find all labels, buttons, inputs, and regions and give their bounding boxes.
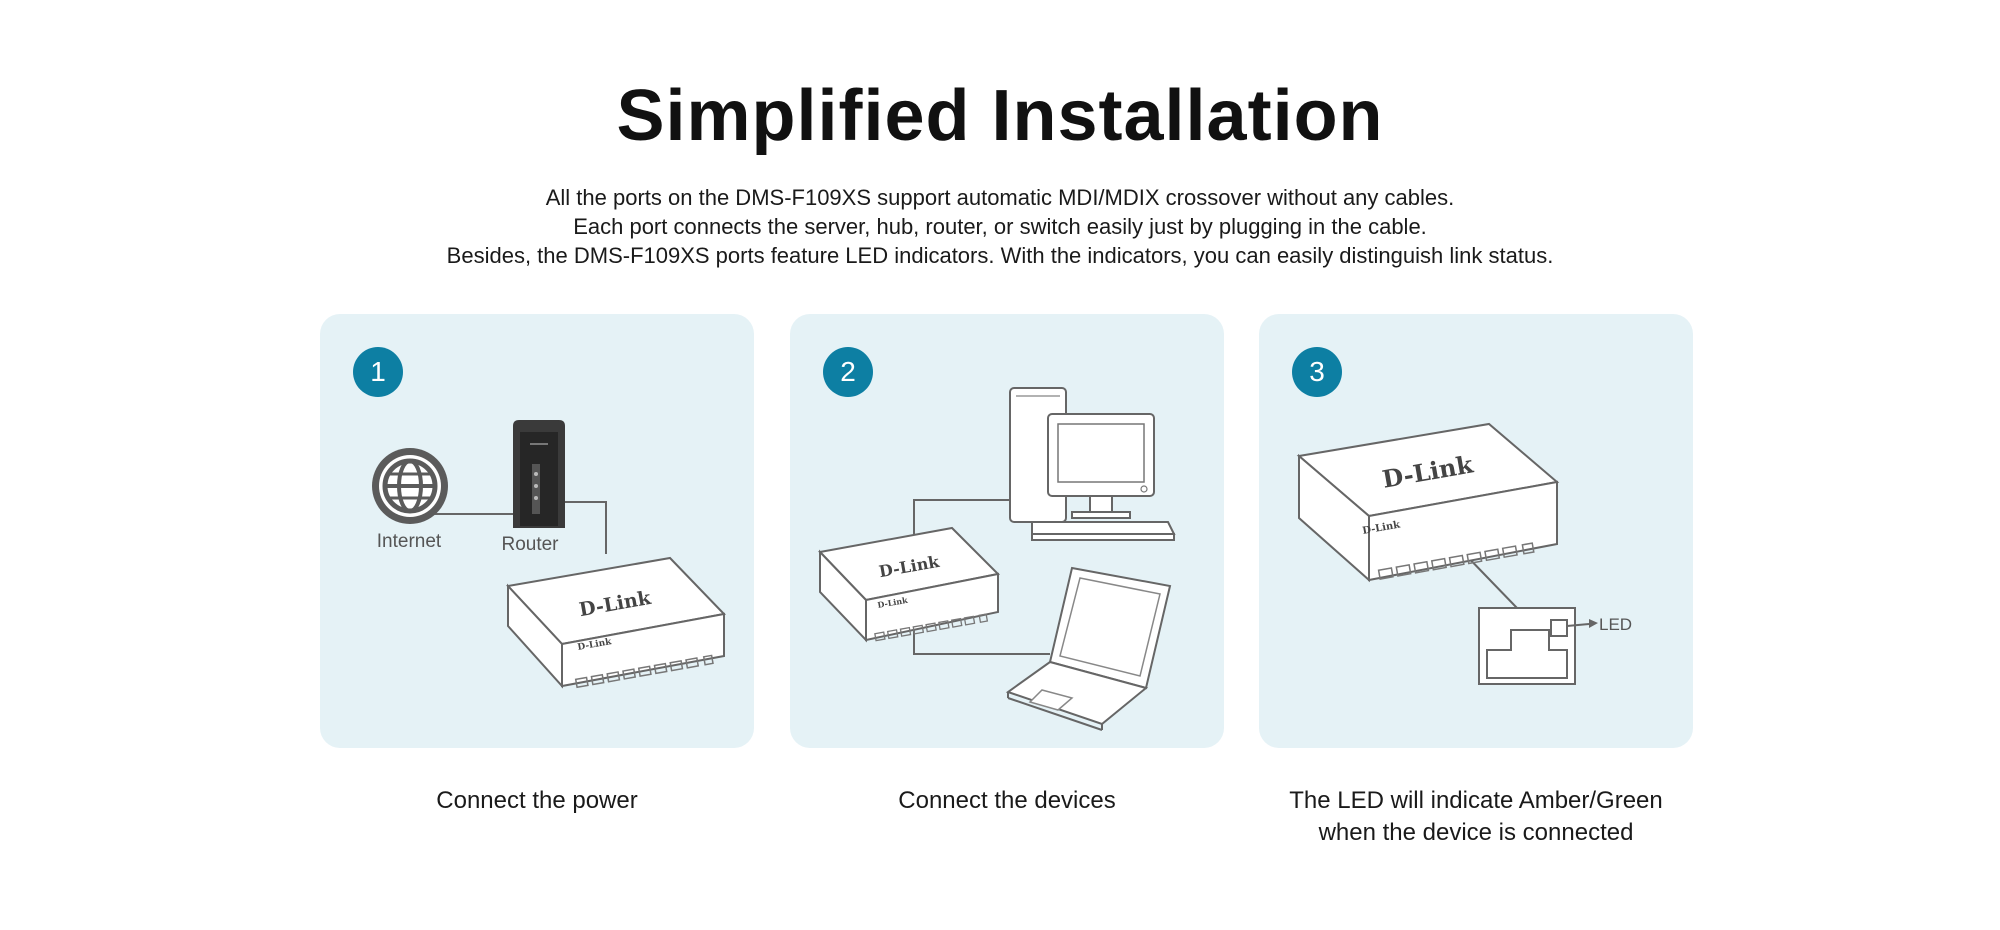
step-3-illustration: D-Link D-Link LED (1296, 422, 1632, 685)
globe-icon (372, 448, 448, 524)
arrow-icon (1589, 619, 1598, 628)
caption-line: Connect the devices (898, 787, 1116, 814)
step-number-badge: 2 (823, 347, 873, 397)
description: All the ports on the DMS-F109XS support … (0, 183, 2000, 270)
led-indicator (1550, 619, 1568, 637)
step-2-caption: Connect the devices (790, 785, 1224, 817)
port-zoom-icon (1478, 607, 1598, 685)
led-label: LED (1599, 615, 1632, 634)
step-3-panel: D-Link D-Link LED 3 (1259, 314, 1693, 748)
step-1-panel: Internet Router D-Link D-Link (320, 314, 754, 748)
step-2-panel: D-Link D-Link 2 (790, 314, 1224, 748)
step-number-badge: 1 (353, 347, 403, 397)
caption-line: The LED will indicate Amber/Green (1289, 787, 1663, 814)
internet-label: Internet (377, 531, 442, 552)
switch-icon: D-Link D-Link (506, 556, 727, 689)
switch-icon: D-Link D-Link (1296, 422, 1560, 583)
description-line: Each port connects the server, hub, rout… (573, 214, 1427, 239)
keyboard-icon (1031, 521, 1176, 541)
description-line: Besides, the DMS-F109XS ports feature LE… (446, 243, 1554, 268)
step-1-caption: Connect the power (320, 785, 754, 817)
step-2-illustration: D-Link D-Link (817, 387, 1176, 731)
step-number-badge: 3 (1292, 347, 1342, 397)
router-label: Router (501, 534, 559, 555)
page-title: Simplified Installation (616, 76, 1384, 156)
router-icon (513, 420, 565, 528)
laptop-icon (1005, 566, 1172, 731)
cable-switch-desktop (913, 499, 1010, 536)
caption-line: Connect the power (436, 787, 638, 814)
step-1-illustration: Internet Router D-Link D-Link (372, 420, 727, 689)
description-line: All the ports on the DMS-F109XS support … (545, 185, 1455, 210)
switch-icon: D-Link D-Link (817, 526, 1001, 643)
caption-line: when the device is connected (1318, 819, 1634, 846)
step-3-caption: The LED will indicate Amber/Green when t… (1259, 785, 1693, 849)
monitor-icon (1047, 413, 1155, 519)
